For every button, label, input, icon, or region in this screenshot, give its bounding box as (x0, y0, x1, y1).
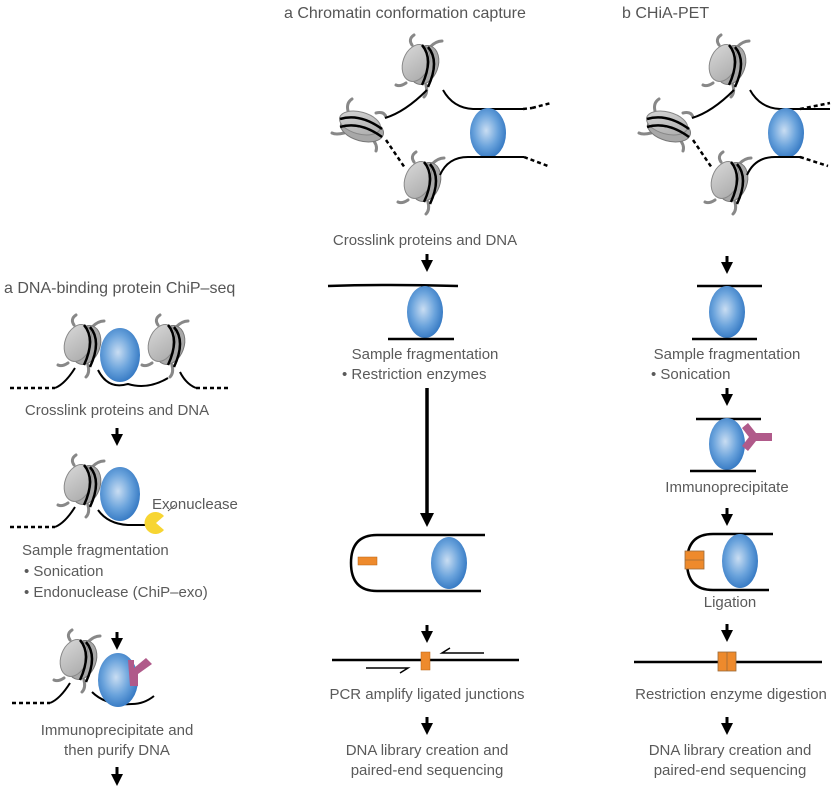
protein-icon (100, 467, 140, 521)
chip-step-label: Sample fragmentation (22, 542, 169, 559)
chiapet-step2-illustration (692, 284, 762, 341)
threec-step-label: Crosslink proteins and DNA (332, 232, 518, 249)
chiapet-panel-title: b CHiA-PET (622, 5, 710, 22)
protein-icon (722, 534, 758, 588)
chip-step2-illustration (10, 453, 176, 534)
chiapet-step1-illustration (637, 33, 831, 216)
primer-icon (439, 647, 484, 654)
chiapet-step-label: Restriction enzyme digestion (635, 686, 827, 703)
threec-step1-illustration (330, 33, 552, 216)
nucleosome-icon (394, 33, 446, 99)
nucleosome-icon (56, 313, 108, 379)
chiapet-step-label: Ligation (703, 594, 757, 611)
threec-panel-title: a Chromatin conformation capture (284, 5, 526, 22)
protein-icon (470, 108, 506, 158)
nucleosome-icon (703, 150, 755, 216)
nucleosome-icon (637, 97, 695, 153)
nucleosome-icon (396, 150, 448, 216)
threec-step2-illustration (327, 283, 459, 341)
nucleosome-icon (701, 33, 753, 99)
antibody-icon (128, 658, 152, 686)
primer-icon (366, 667, 411, 674)
threec-step-label: paired-end sequencing (350, 762, 504, 779)
threec-step3-illustration (349, 533, 485, 593)
chip-step3-illustration (12, 628, 155, 707)
chip-step1-illustration (10, 313, 230, 390)
chiapet-step3-illustration (690, 417, 772, 473)
chiapet-step-label: Sample fragmentation (653, 346, 801, 363)
chip-step-bullet: • Sonication (24, 563, 104, 580)
chip-step-label: then purify DNA (64, 742, 170, 759)
chiapet-step5-illustration (634, 651, 822, 672)
nucleosome-icon (330, 97, 388, 153)
chiapet-step-label: paired-end sequencing (653, 762, 807, 779)
exonuclease-label: Exonuclease (152, 496, 238, 513)
threec-step-label: PCR amplify ligated junctions (329, 686, 525, 703)
chip-step-bullet: • Endonuclease (ChiP–exo) (24, 584, 208, 601)
protein-icon (709, 418, 745, 470)
restriction-site-icon (357, 556, 378, 566)
chiapet-step4-illustration (684, 532, 773, 592)
protein-icon (98, 653, 138, 707)
nucleosome-icon (52, 628, 104, 694)
protein-icon (431, 537, 467, 589)
threec-step-bullet: • Restriction enzymes (342, 366, 487, 383)
nucleosome-icon (140, 313, 192, 379)
threec-step4-illustration (332, 647, 519, 674)
threec-step-label: Sample fragmentation (351, 346, 499, 363)
chip-panel-title: a DNA-binding protein ChiP–seq (4, 280, 236, 297)
exonuclease-icon (144, 512, 164, 534)
antibody-icon (742, 423, 772, 451)
restriction-site-icon (420, 651, 431, 671)
chip-step-label: Crosslink proteins and DNA (24, 402, 210, 419)
protein-icon (768, 108, 804, 158)
chiapet-step-label: DNA library creation and (648, 742, 812, 759)
chiapet-step-label: Immunoprecipitate (665, 479, 789, 496)
protein-icon (100, 328, 140, 382)
nucleosome-icon (56, 453, 108, 519)
threec-step-label: DNA library creation and (345, 742, 509, 759)
protein-icon (709, 286, 745, 338)
protein-icon (407, 286, 443, 338)
chiapet-step-bullet: • Sonication (651, 366, 731, 383)
chip-step-label: Immunoprecipitate and (40, 722, 194, 739)
